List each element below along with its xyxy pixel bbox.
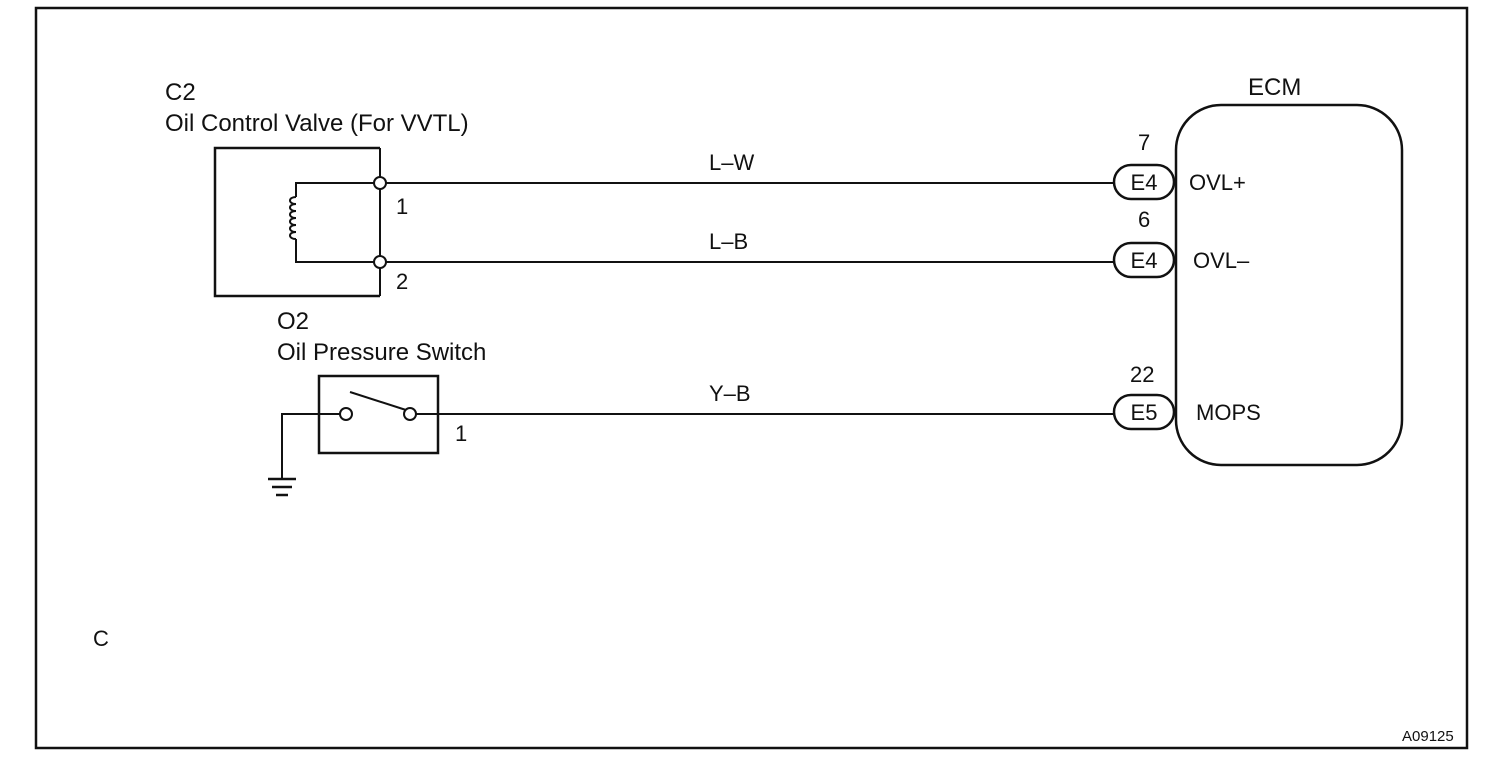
ocv-pin-2-node xyxy=(373,255,387,269)
switch-contact-left xyxy=(339,407,353,421)
ops-code: O2 xyxy=(277,308,309,335)
ecm-terminal: 6 E4 OVL– xyxy=(1112,207,1250,279)
terminal-pin-number: 6 xyxy=(1138,207,1150,232)
coil-icon xyxy=(289,196,297,240)
wire-color-lb: L–B xyxy=(709,229,748,254)
connector-label: E4 xyxy=(1131,248,1158,273)
connector-badge xyxy=(1112,163,1176,201)
ocv-pin-1-node xyxy=(373,176,387,190)
terminal-signal: OVL– xyxy=(1193,248,1250,273)
terminal-signal: MOPS xyxy=(1196,400,1261,425)
ground-icon xyxy=(268,477,296,497)
connector-label: E5 xyxy=(1131,400,1158,425)
ecm-terminal: 7 E4 OVL+ xyxy=(1112,130,1246,201)
switch-contact-arm xyxy=(349,391,407,411)
ocv-code: C2 xyxy=(165,79,196,106)
ocv-box xyxy=(213,146,380,298)
wire-color-lw: L–W xyxy=(709,150,754,175)
connector-label: E4 xyxy=(1131,170,1158,195)
ecm: ECM 7 E4 OVL+ 6 E4 OVL– 22 E5 MOPS xyxy=(1112,74,1404,467)
ecm-label: ECM xyxy=(1248,74,1301,101)
terminal-signal: OVL+ xyxy=(1189,170,1246,195)
terminal-pin-number: 7 xyxy=(1138,130,1150,155)
ocv-coil-leads xyxy=(295,182,380,263)
oil-pressure-switch: O2 Oil Pressure Switch 1 xyxy=(268,308,486,497)
wires: L–W L–B Y–B xyxy=(380,150,1115,415)
wire-color-yb: Y–B xyxy=(709,381,751,406)
ocv-pin-2-label: 2 xyxy=(396,269,408,294)
figure-id: A09125 xyxy=(1402,728,1454,745)
diagram-frame xyxy=(34,6,1469,750)
ops-name: Oil Pressure Switch xyxy=(277,339,486,366)
ecm-box xyxy=(1174,103,1404,467)
oil-control-valve: C2 Oil Control Valve (For VVTL) 1 2 xyxy=(165,79,469,298)
switch-contact-right xyxy=(403,407,417,421)
ops-pin-1-label: 1 xyxy=(455,421,467,446)
terminal-pin-number: 22 xyxy=(1130,362,1154,387)
ecm-terminal: 22 E5 MOPS xyxy=(1112,362,1261,431)
ocv-pin-1-label: 1 xyxy=(396,194,408,219)
ocv-name: Oil Control Valve (For VVTL) xyxy=(165,110,469,137)
connector-badge xyxy=(1112,241,1176,279)
connector-badge xyxy=(1112,393,1176,431)
ground-lead xyxy=(281,413,346,479)
corner-letter: C xyxy=(93,626,109,651)
